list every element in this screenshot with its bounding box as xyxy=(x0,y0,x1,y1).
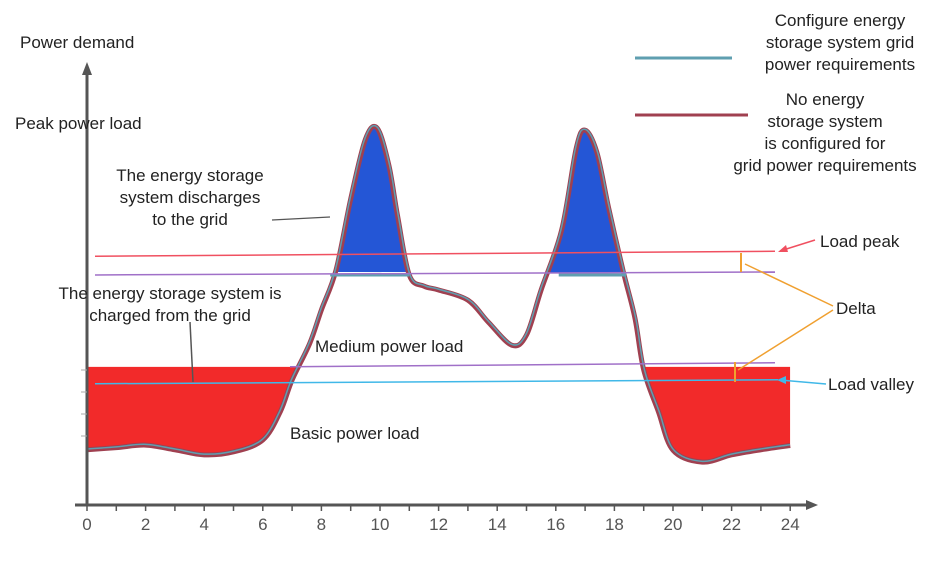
x-tick-label: 6 xyxy=(258,515,267,534)
x-tick-label: 16 xyxy=(546,515,565,534)
discharge-pointer xyxy=(271,216,331,221)
discharge-area xyxy=(87,126,791,273)
x-tick-label: 10 xyxy=(371,515,390,534)
legend-entry-with-storage: Configure energy storage system grid pow… xyxy=(740,10,940,76)
charge-line: charged from the grid xyxy=(89,306,251,325)
legend-text: No energy xyxy=(785,90,865,109)
peak-power-load-label: Peak power load xyxy=(15,114,142,133)
delta-pointer xyxy=(737,309,834,371)
load-valley-pointer xyxy=(779,379,827,385)
x-tick-label: 22 xyxy=(722,515,741,534)
discharge-label: The energy storage system discharges to … xyxy=(95,165,285,231)
legend-text: power requirements xyxy=(764,55,916,74)
arrow-icon xyxy=(777,376,786,384)
delta-pointer xyxy=(744,263,834,307)
x-tick-label: 18 xyxy=(605,515,624,534)
charge-pointer xyxy=(189,321,194,383)
legend-text: storage system grid xyxy=(765,33,915,52)
discharge-line: to the grid xyxy=(152,210,228,229)
load-peak-line xyxy=(94,250,776,257)
upper-delta-line xyxy=(94,271,776,276)
load-valley-label: Load valley xyxy=(828,375,915,394)
lower-delta-line xyxy=(289,362,776,368)
x-tick-label: 14 xyxy=(488,515,507,534)
arrow-icon xyxy=(778,245,788,252)
y-axis-arrow-icon xyxy=(82,62,92,75)
legend-entry-without-storage: No energy storage system is configured f… xyxy=(710,89,940,177)
x-tick-label: 8 xyxy=(317,515,326,534)
y-axis-label: Power demand xyxy=(20,33,135,52)
charge-label: The energy storage system is charged fro… xyxy=(40,283,300,327)
delta-label: Delta xyxy=(836,299,876,318)
basic-power-load-label: Basic power load xyxy=(290,424,420,443)
charge-line: The energy storage system is xyxy=(58,284,282,303)
legend-text: is configured for xyxy=(764,134,886,153)
x-axis-arrow-icon xyxy=(806,500,818,510)
charge-area xyxy=(87,366,791,463)
x-tick-label: 20 xyxy=(664,515,683,534)
x-tick-label: 24 xyxy=(781,515,800,534)
load-peak-label: Load peak xyxy=(820,232,900,251)
discharge-line: system discharges xyxy=(119,188,261,207)
discharge-line: The energy storage xyxy=(116,166,264,185)
x-tick-label: 0 xyxy=(82,515,91,534)
x-tick-label: 2 xyxy=(141,515,150,534)
x-tick-label: 4 xyxy=(199,515,208,534)
legend-text: grid power requirements xyxy=(733,156,917,175)
legend-text: storage system xyxy=(767,112,883,131)
legend-text: Configure energy xyxy=(774,11,906,30)
medium-power-load-label: Medium power load xyxy=(315,337,464,356)
load-valley-line xyxy=(94,379,779,385)
x-tick-label: 12 xyxy=(429,515,448,534)
